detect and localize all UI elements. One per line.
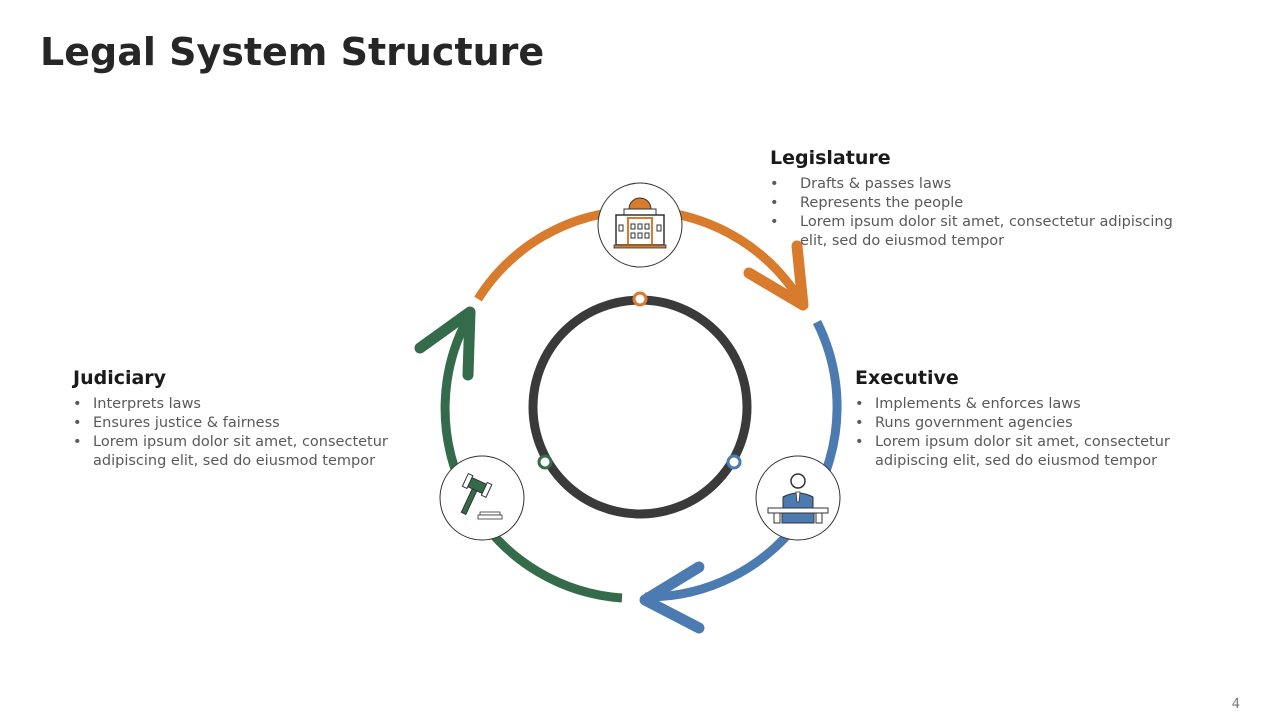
legislature-heading: Legislature — [770, 147, 891, 169]
list-item: Runs government agencies — [855, 414, 1185, 433]
executive-section: Executive Implements & enforces laws Run… — [855, 367, 1185, 471]
inner-ring — [528, 295, 752, 519]
legislature-section: Legislature Drafts & passes laws Represe… — [770, 147, 1190, 251]
page-title: Legal System Structure — [40, 30, 545, 74]
judiciary-node-dot — [537, 454, 553, 470]
official-at-desk-icon — [755, 455, 841, 541]
gavel-icon — [439, 455, 525, 541]
list-item: Lorem ipsum dolor sit amet, consectetur … — [73, 433, 403, 471]
executive-arrowhead — [639, 561, 705, 634]
list-item: Represents the people — [770, 194, 1190, 213]
list-item: Drafts & passes laws — [770, 175, 1190, 194]
executive-heading: Executive — [855, 367, 959, 389]
judiciary-heading: Judiciary — [73, 367, 167, 389]
list-item: Implements & enforces laws — [855, 395, 1185, 414]
judiciary-section: Judiciary Interprets laws Ensures justic… — [73, 367, 403, 471]
judiciary-arrowhead — [414, 306, 476, 381]
legislature-node-dot — [632, 291, 648, 307]
list-item: Ensures justice & fairness — [73, 414, 403, 433]
list-item: Lorem ipsum dolor sit amet, consectetur … — [770, 213, 1190, 251]
executive-node-dot — [726, 454, 742, 470]
legislature-arrowhead — [743, 240, 809, 311]
list-item: Interprets laws — [73, 395, 403, 414]
page-number: 4 — [1231, 697, 1240, 712]
capitol-building-icon — [597, 182, 683, 268]
list-item: Lorem ipsum dolor sit amet, consectetur … — [855, 433, 1185, 471]
